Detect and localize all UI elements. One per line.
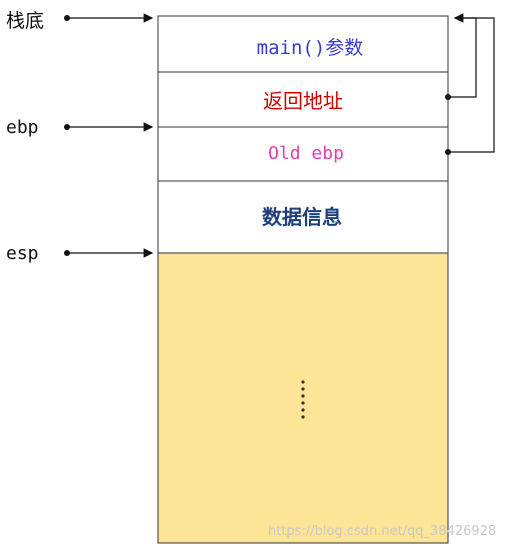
cell-main-params-label: main()参数 (257, 37, 364, 59)
watermark: https://blog.csdn.net/qq_38426928 (268, 524, 497, 539)
esp-label: esp (6, 243, 39, 264)
cell-return-address-label: 返回地址 (263, 89, 343, 113)
return-address-link-arrow (445, 13, 477, 100)
cell-old-ebp-label: Old ebp (268, 143, 344, 164)
stack-bottom-arrow (64, 13, 154, 23)
cell-free-stack-area (157, 252, 449, 544)
cell-data-info-label: 数据信息 (262, 205, 342, 229)
ebp-label: ebp (6, 117, 39, 138)
old-ebp-link-arrow (445, 17, 495, 155)
esp-arrow (64, 248, 154, 258)
cell-old-ebp (157, 126, 449, 182)
ellipsis-dots (301, 380, 305, 419)
cell-data-info (157, 180, 449, 254)
stack-bottom-label: 栈底 (6, 10, 44, 32)
cell-main-params (157, 15, 449, 73)
cell-return-address (157, 71, 449, 128)
ebp-arrow (64, 122, 154, 132)
